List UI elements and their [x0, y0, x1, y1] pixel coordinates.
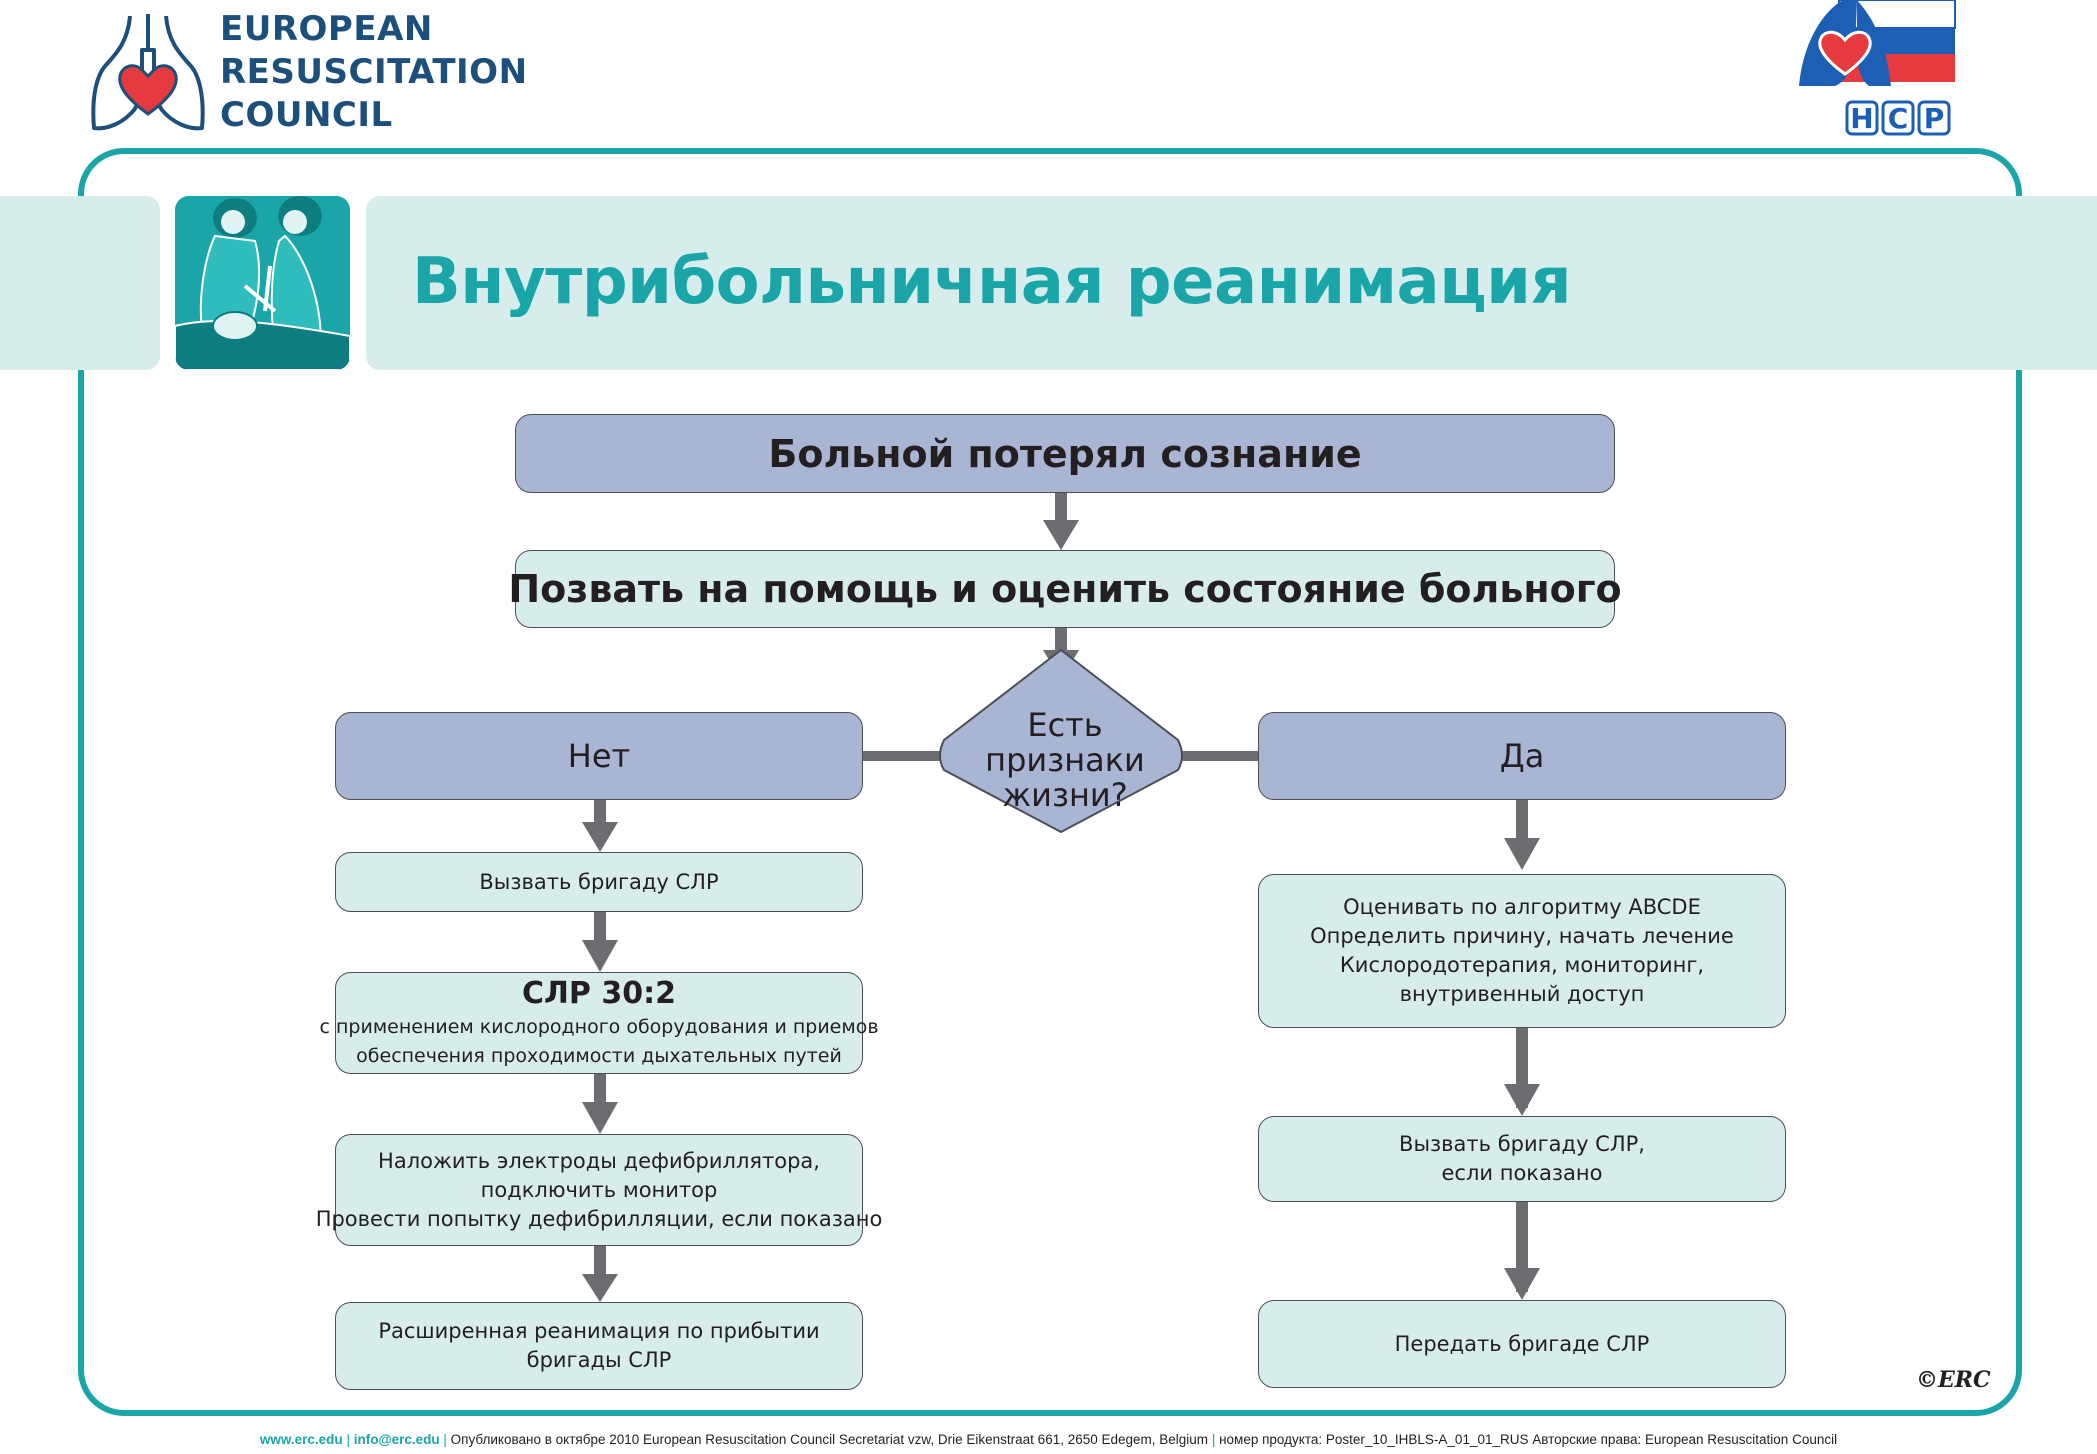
erc-logo	[91, 14, 205, 131]
call-team-box: Вызвать бригаду СЛР	[335, 852, 863, 912]
nsr-logo: Н С Р	[1799, 0, 1956, 136]
medical-team-illustration	[175, 196, 350, 370]
arrow-head	[582, 940, 618, 972]
yes-box: Да	[1258, 712, 1786, 800]
step-text: Передать бригаде СЛР	[1394, 1331, 1650, 1356]
connector-line	[1055, 493, 1067, 525]
start-text: Больной потерял сознание	[768, 431, 1362, 476]
step-text: Провести попытку дефибрилляции, если пок…	[315, 1206, 883, 1231]
connector-line	[862, 751, 942, 761]
step-text: внутривенный доступ	[1399, 982, 1645, 1006]
step-text: с применением кислородного оборудования …	[319, 1016, 879, 1038]
step-text: Кислородотерапия, мониторинг,	[1339, 953, 1705, 977]
copyright-mark: ©ERC	[1916, 1367, 1991, 1393]
arrow-head	[1504, 838, 1540, 870]
handover-box: Передать бригаде СЛР	[1258, 1300, 1786, 1388]
arrow-head	[1043, 520, 1079, 550]
connector-line	[594, 912, 606, 944]
yes-label: Да	[1499, 737, 1545, 775]
step-text: бригады СЛР	[526, 1348, 672, 1372]
cpr-title: СЛР 30:2	[522, 976, 676, 1011]
step-text: Определить причину, начать лечение	[1310, 924, 1734, 948]
decision-line: Есть	[1027, 705, 1103, 744]
cpr-box: СЛР 30:2 с применением кислородного обор…	[320, 972, 879, 1074]
poster-frame	[78, 148, 2022, 1416]
svg-text:С: С	[1888, 102, 1909, 135]
call-team-if-indicated-box: Вызвать бригаду СЛР, если показано	[1258, 1116, 1786, 1202]
footer: www.erc.edu | info@erc.edu | Опубликован…	[259, 1432, 1838, 1447]
decision-line: признаки	[985, 740, 1145, 779]
svg-text:Н: Н	[1850, 102, 1873, 135]
org-line: EUROPEAN	[220, 9, 433, 49]
arrow-head	[582, 1274, 618, 1302]
connector-line	[594, 1246, 606, 1278]
erc-organization-name: EUROPEAN RESUSCITATION COUNCIL	[220, 8, 528, 137]
decision-line: жизни?	[1002, 775, 1128, 814]
step-text: подключить монитор	[480, 1177, 718, 1202]
arrow-head	[582, 1102, 618, 1134]
nsr-letters: Н С Р	[1845, 100, 1951, 136]
title-band	[366, 196, 2097, 370]
connector-line	[594, 800, 606, 826]
no-box: Нет	[335, 712, 863, 800]
step-text: обеспечения проходимости дыхательных пут…	[356, 1045, 842, 1067]
page-title: Внутрибольничная реанимация	[412, 245, 1572, 319]
abcde-box: Оценивать по алгоритму ABCDE Определить …	[1258, 874, 1786, 1028]
connector-line	[594, 1074, 606, 1106]
step-text: Расширенная реанимация по прибытии	[378, 1319, 820, 1343]
heart-icon	[1818, 30, 1872, 76]
arrow-head	[1504, 1084, 1540, 1116]
step-text: если показано	[1441, 1161, 1603, 1185]
assess-box: Позвать на помощь и оценить состояние бо…	[508, 550, 1622, 628]
assess-text: Позвать на помощь и оценить состояние бо…	[508, 567, 1622, 611]
advanced-resuscitation-box: Расширенная реанимация по прибытии брига…	[335, 1302, 863, 1390]
footer-publication: Опубликовано в октябре 2010 European Res…	[450, 1432, 1209, 1447]
footer-email-link[interactable]: info@erc.edu	[353, 1432, 440, 1447]
footer-website-link[interactable]: www.erc.edu	[259, 1432, 343, 1447]
connector-line	[1055, 628, 1067, 656]
start-box: Больной потерял сознание	[515, 414, 1615, 493]
step-text: Вызвать бригаду СЛР	[479, 869, 719, 894]
step-text: Оценивать по алгоритму ABCDE	[1343, 895, 1701, 919]
connector-line	[1516, 800, 1528, 842]
connector-line	[1180, 751, 1260, 761]
step-text: Вызвать бригаду СЛР,	[1399, 1132, 1645, 1156]
footer-product: номер продукта: Poster_10_IHBLS-A_01_01_…	[1219, 1432, 1838, 1447]
svg-text:Р: Р	[1924, 102, 1945, 135]
decision-diamond	[939, 648, 1183, 834]
org-line: RESUSCITATION	[220, 52, 528, 92]
step-text: Наложить электроды дефибриллятора,	[378, 1148, 820, 1173]
org-line: COUNCIL	[220, 95, 393, 135]
arrow-head	[582, 822, 618, 852]
arrow-head	[1504, 1268, 1540, 1300]
no-label: Нет	[567, 737, 631, 775]
heart-icon	[118, 64, 178, 116]
title-band-left	[0, 196, 160, 370]
decision-text: Есть признаки жизни?	[940, 690, 1190, 830]
defibrillator-box: Наложить электроды дефибриллятора, подкл…	[316, 1134, 882, 1246]
